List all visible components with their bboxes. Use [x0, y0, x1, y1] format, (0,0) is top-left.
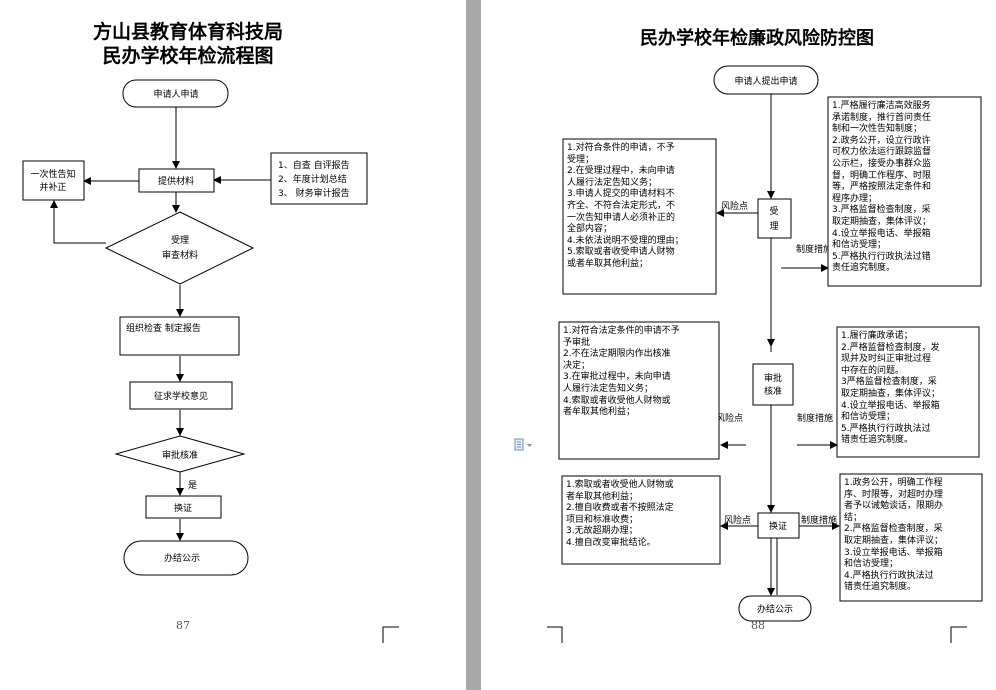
left-apply-node: 申请人申请: [122, 79, 229, 108]
left-connectors: [50, 107, 271, 541]
left-title-line1: 方山县教育体育科技局: [93, 20, 283, 43]
right-corner-mark-left: [547, 626, 563, 643]
left-page-number: 87: [176, 619, 190, 632]
measure-box-3: 1.政务公开，明确工作程序、时限等，对超时办理者予以诫勉谈话，限期办结；2.严格…: [844, 478, 944, 593]
risk-box-2-frame: [558, 321, 720, 460]
svg-text:办结公示: 办结公示: [164, 552, 200, 564]
right-accept-node: 受 理: [757, 198, 792, 239]
right-flowchart: 民办学校年检廉政风险防控图 申请人提出申请 受 理 审批 核准 换证: [547, 27, 983, 643]
svg-text:核准: 核准: [764, 385, 782, 397]
svg-text:审批核准: 审批核准: [162, 449, 198, 461]
measure-label-1: 制度措施: [796, 243, 832, 255]
risk-box-1: 1.对符合条件的申请，不予受理；2.在受理过程中，未向申请人履行法定告知义务；3…: [567, 143, 684, 269]
right-connectors: [716, 94, 840, 596]
svg-text:提供材料: 提供材料: [158, 175, 194, 187]
svg-text:申请人申请: 申请人申请: [153, 88, 198, 100]
left-publish-node: 办结公示: [123, 540, 249, 576]
right-license-node: 换证: [757, 512, 800, 539]
left-yes-label: 是: [188, 480, 197, 491]
svg-text:1、自查 自评报告: 1、自查 自评报告: [278, 159, 350, 171]
paste-options-icon[interactable]: [514, 437, 534, 451]
right-publish-node: 办结公示: [738, 595, 812, 622]
right-title: 民办学校年检廉政风险防控图: [640, 27, 874, 49]
svg-text:申请人提出申请: 申请人提出申请: [734, 75, 797, 87]
measure-box-1: 1.严格履行廉洁高效服务承诺制度，推行首问责任制和一次性告知制度；2.政务公开，…: [832, 101, 932, 274]
risk-box-3-frame: [561, 475, 721, 565]
measure-box-2: 1.履行廉政承诺；2.严格监督检查制度，发现并及时纠正审批过程中存在的问题。3严…: [841, 331, 941, 446]
svg-text:受: 受: [769, 205, 778, 217]
right-corner-mark-right: [950, 626, 967, 643]
risk-box-3: 1.索取或者收受他人财物或者牟取其他利益；2.擅自收费或者不按照法定项目和标准收…: [566, 480, 674, 548]
svg-text:理: 理: [769, 221, 778, 232]
svg-text:审批: 审批: [764, 372, 782, 384]
svg-text:受理: 受理: [171, 234, 189, 246]
left-license-node: 换证: [145, 495, 222, 519]
svg-text:办结公示: 办结公示: [757, 603, 793, 615]
measure-box-1-frame: [827, 96, 982, 287]
right-page-number: 88: [751, 619, 765, 632]
svg-text:组织检查 制定报告: 组织检查 制定报告: [126, 322, 201, 334]
svg-text:并补正: 并补正: [39, 181, 66, 193]
left-organize-node: 组织检查 制定报告: [119, 316, 240, 356]
risk-label-1: 风险点: [721, 200, 748, 212]
left-opinion-node: 征求学校意见: [129, 381, 233, 410]
right-apply-node: 申请人提出申请: [713, 65, 819, 95]
measure-label-3: 制度措施: [801, 514, 837, 526]
svg-text:换证: 换证: [769, 520, 787, 532]
left-submit-node: 提供材料: [138, 168, 215, 193]
risk-box-1-frame: [562, 138, 717, 295]
measure-box-2-frame: [836, 326, 980, 458]
left-title-line2: 民办学校年检流程图: [102, 44, 273, 67]
svg-text:2、年度计划总结: 2、年度计划总结: [278, 173, 347, 185]
risk-label-2: 风险点: [716, 412, 743, 424]
svg-text:换证: 换证: [174, 502, 192, 514]
svg-text:3、 财务审计报告: 3、 财务审计报告: [278, 187, 350, 199]
left-accept-decision: 受理 审查材料: [104, 211, 255, 285]
left-corner-mark: [382, 626, 399, 643]
left-docs-node: 1、自查 自评报告 2、年度计划总结 3、 财务审计报告: [270, 152, 368, 205]
svg-text:一次性告知: 一次性告知: [30, 168, 75, 180]
svg-text:审查材料: 审查材料: [162, 249, 198, 261]
risk-label-3: 风险点: [724, 514, 751, 526]
left-approve-decision: 审批核准: [114, 435, 246, 473]
measure-label-2: 制度措施: [797, 412, 833, 424]
right-page: 民办学校年检廉政风险防控图 申请人提出申请 受 理 审批 核准 换证: [481, 0, 996, 690]
left-page: 方山县教育体育科技局 民办学校年检流程图 申请人申请 提供材料 一次性告知 并补…: [0, 0, 466, 690]
right-approve-node: 审批 核准: [752, 363, 794, 406]
measure-box-3-frame: [839, 473, 983, 602]
svg-text:征求学校意见: 征求学校意见: [154, 390, 208, 402]
left-notify-node: 一次性告知 并补正: [22, 160, 85, 201]
left-flowchart: 方山县教育体育科技局 民办学校年检流程图 申请人申请 提供材料 一次性告知 并补…: [22, 20, 399, 643]
